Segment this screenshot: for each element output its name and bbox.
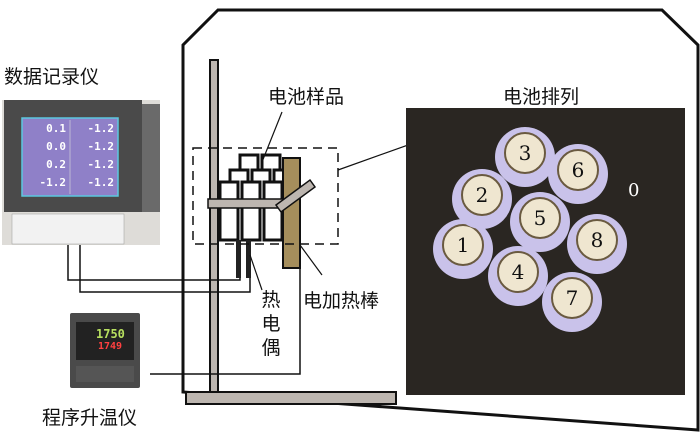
test-chamber-outline — [181, 8, 700, 432]
cell-label-3: 3 — [519, 141, 532, 165]
label-battery-arrangement: 电池排列 — [503, 86, 580, 108]
leader-line — [299, 244, 323, 276]
cell-group: 1 2 3 4 5 6 7 8 0 — [433, 127, 639, 332]
stand-base — [185, 391, 397, 405]
thermocouple-probe — [246, 240, 251, 278]
cell-label-2: 2 — [476, 183, 489, 207]
cell-label-1: 1 — [457, 233, 470, 257]
cell-label-7: 7 — [566, 286, 579, 310]
logger-reading: -1.2 — [87, 176, 115, 189]
battery-cell-cap — [519, 197, 561, 239]
cell-label-0: 0 — [628, 180, 639, 201]
logger-reading: 0.2 — [46, 158, 66, 171]
clamp-arm — [274, 178, 317, 214]
battery-cell-cap — [551, 277, 593, 319]
battery-cell-cap — [557, 149, 599, 191]
label-data-logger: 数据记录仪 — [4, 66, 100, 88]
logger-reading: -1.2 — [87, 140, 115, 153]
label-heating-rod: 电加热棒 — [303, 290, 380, 312]
battery-sample-pack — [218, 153, 294, 242]
label-battery-sample: 电池样品 — [268, 86, 345, 108]
battery-cell-cap — [504, 132, 546, 174]
controller-pv-display: 1750 — [96, 327, 125, 341]
heating-rod — [282, 157, 301, 269]
label-char: 热 — [261, 289, 281, 311]
stand-pole — [209, 59, 219, 393]
logger-reading: -1.2 — [87, 158, 115, 171]
label-thermocouple: 热 电 偶 — [260, 288, 282, 360]
controller-wire — [150, 268, 301, 375]
controller-sv-display: 1749 — [98, 341, 123, 352]
cell-label-8: 8 — [591, 228, 604, 252]
logger-reading: -1.2 — [39, 176, 67, 189]
logger-reading: 0.0 — [46, 140, 66, 153]
label-char: 偶 — [261, 337, 281, 359]
leader-line — [249, 254, 263, 291]
battery-cell-cap — [497, 251, 539, 293]
temperature-controller-device — [70, 313, 140, 388]
logger-reading: -1.2 — [87, 122, 115, 135]
logger-wire — [79, 245, 251, 293]
thermocouple-probe — [236, 240, 241, 278]
label-char: 电 — [261, 313, 281, 335]
battery-cell-cap — [576, 219, 618, 261]
cell-label-5: 5 — [534, 206, 547, 230]
leader-line — [261, 111, 283, 163]
cell-label-6: 6 — [572, 158, 585, 182]
battery-cell-cap — [461, 174, 503, 216]
clamp-bar — [207, 198, 285, 209]
data-logger-device — [2, 100, 160, 245]
logger-reading: 0.1 — [46, 122, 66, 135]
label-temp-controller: 程序升温仪 — [42, 407, 138, 429]
cell-label-4: 4 — [512, 260, 525, 284]
battery-cell-cap — [442, 224, 484, 266]
